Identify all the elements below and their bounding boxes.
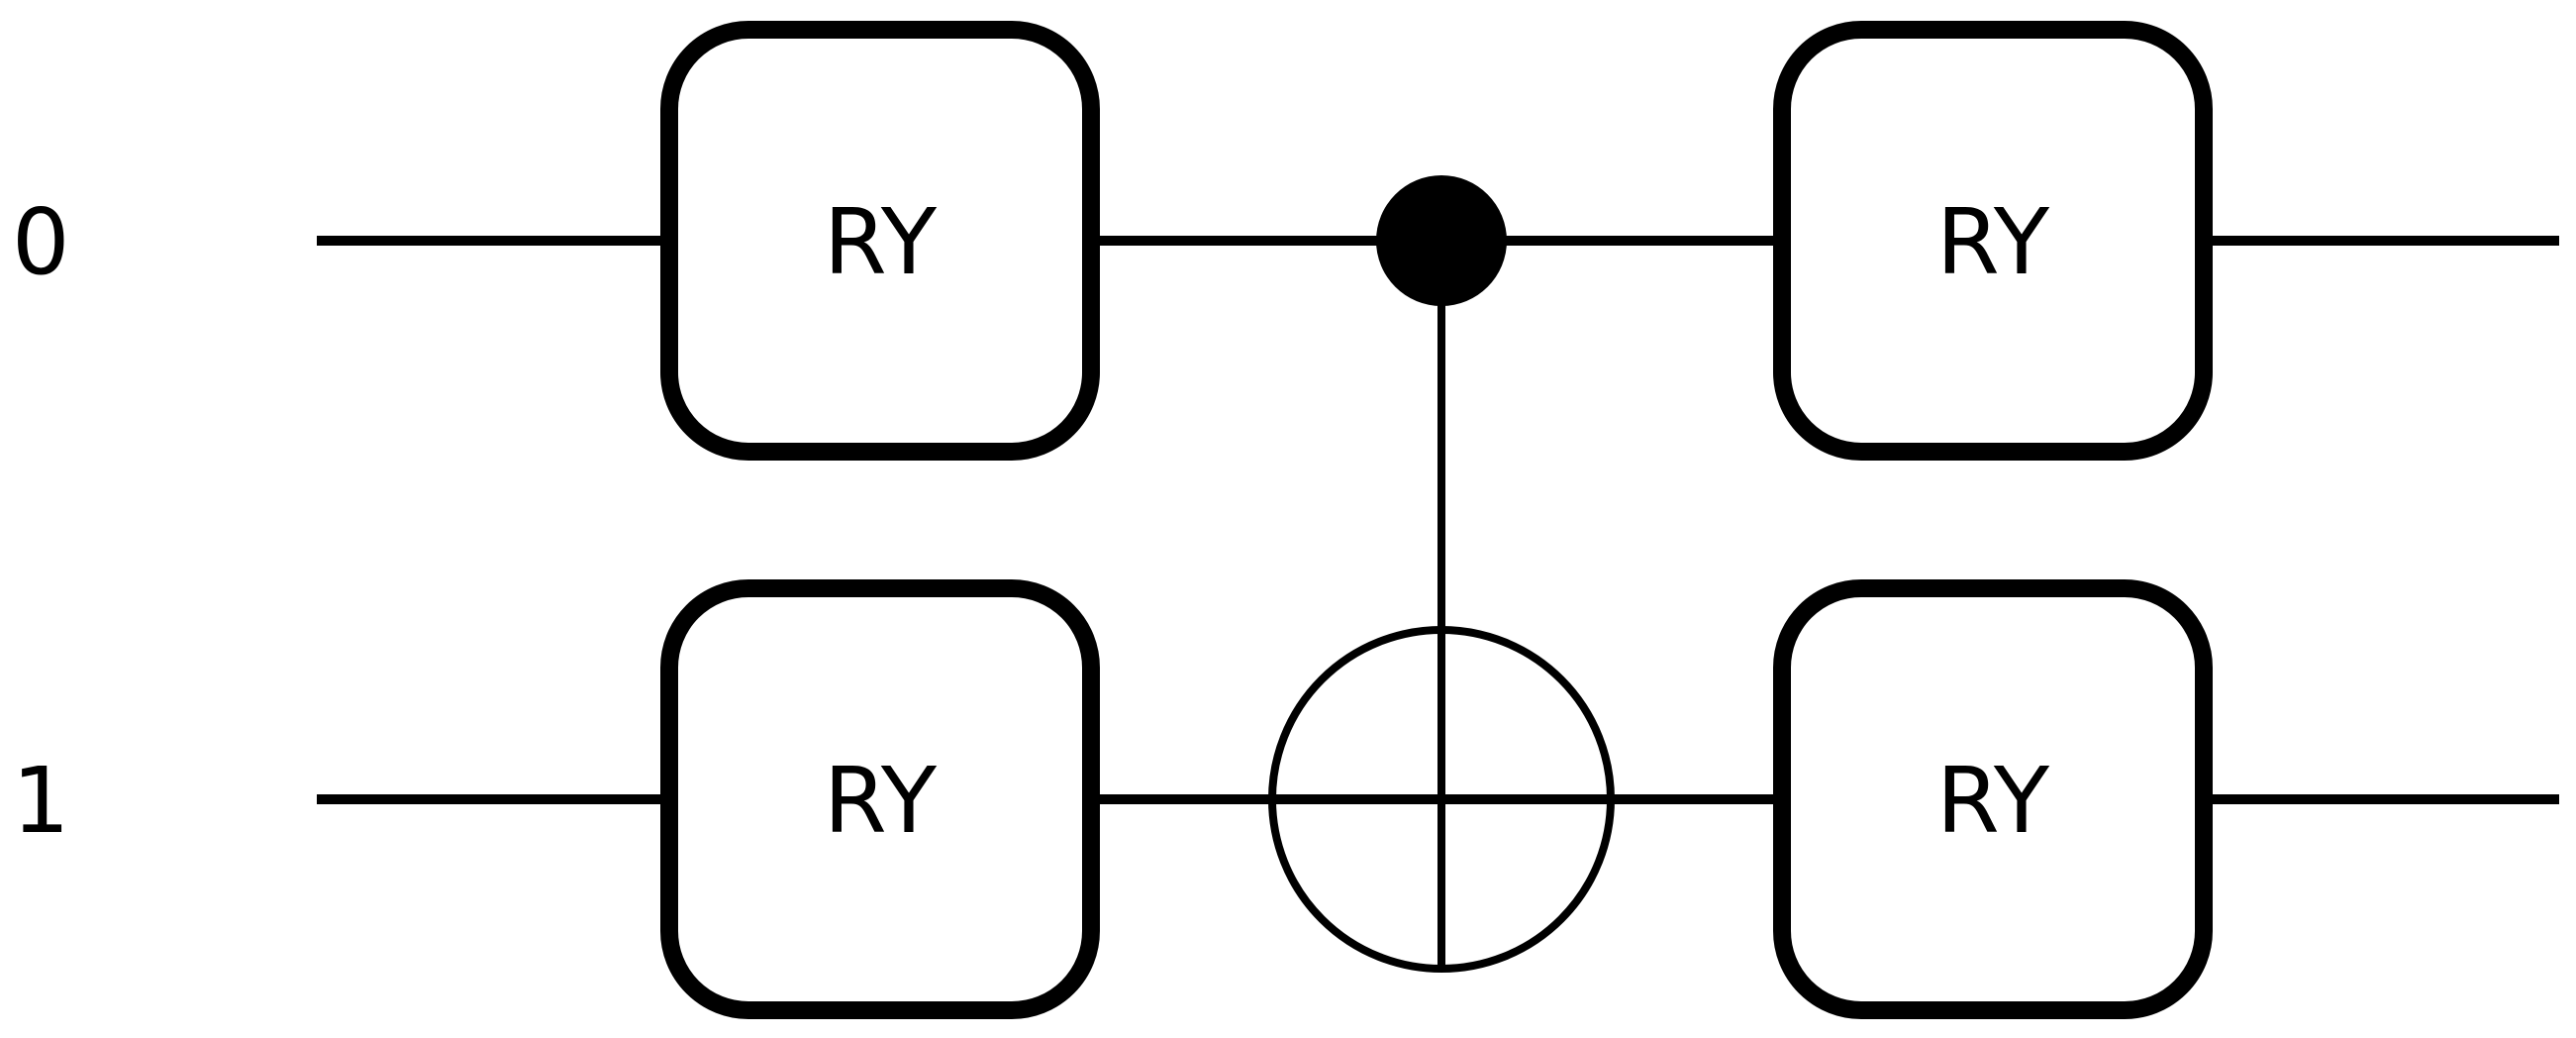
cnot-control-dot xyxy=(1376,175,1507,306)
gate-box xyxy=(660,579,1100,1019)
cnot-gate[interactable] xyxy=(1268,175,1615,973)
gate-box xyxy=(1773,579,2213,1019)
gate-label: RY xyxy=(1936,189,2050,295)
wire-label-0: 0 xyxy=(12,189,70,295)
gate-box xyxy=(1773,21,2213,461)
gate-label: RY xyxy=(1936,748,2050,854)
ry-gate-q0-step2[interactable]: RY xyxy=(1773,21,2213,461)
gate-label: RY xyxy=(824,748,938,854)
gate-label: RY xyxy=(824,189,938,295)
ry-gate-q1-step2[interactable]: RY xyxy=(1773,579,2213,1019)
ry-gate-q1-step0[interactable]: RY xyxy=(660,579,1100,1019)
gate-box xyxy=(660,21,1100,461)
wire-label-1: 1 xyxy=(12,748,70,854)
ry-gate-q0-step0[interactable]: RY xyxy=(660,21,1100,461)
